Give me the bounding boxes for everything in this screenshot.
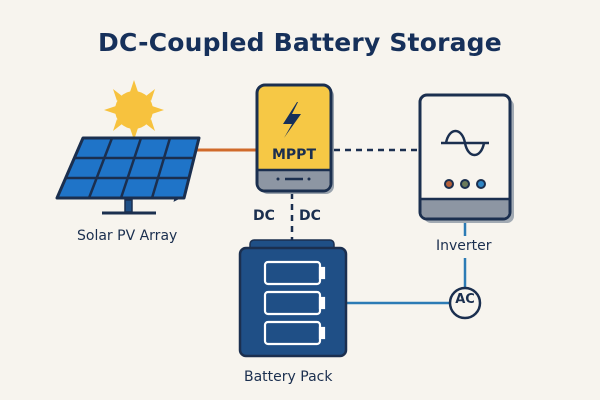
mppt-label: MPPT <box>271 147 316 163</box>
battery-pack-label: Battery Pack <box>244 369 333 385</box>
diagram-title: DC-Coupled Battery Storage <box>98 28 502 57</box>
dc-label-left: DC <box>253 208 275 224</box>
battery-cells-icon <box>263 260 326 346</box>
dc-label-right: DC <box>299 208 321 224</box>
battery-pack-box <box>238 239 348 358</box>
ac-node-circle <box>448 286 482 320</box>
mppt-controller-box <box>255 83 334 194</box>
sine-wave-icon <box>441 129 489 157</box>
sun-icon <box>104 80 164 140</box>
lightning-bolt-icon <box>283 102 301 138</box>
indicator-light-2 <box>460 179 470 189</box>
solar-panel-icon <box>55 136 201 215</box>
inverter-box <box>418 93 514 223</box>
solar-pv-array-label: Solar PV Array <box>77 228 178 244</box>
ac-label: AC <box>455 292 475 307</box>
inverter-label: Inverter <box>436 238 492 254</box>
indicator-light-3 <box>476 179 486 189</box>
indicator-light-1 <box>444 179 454 189</box>
